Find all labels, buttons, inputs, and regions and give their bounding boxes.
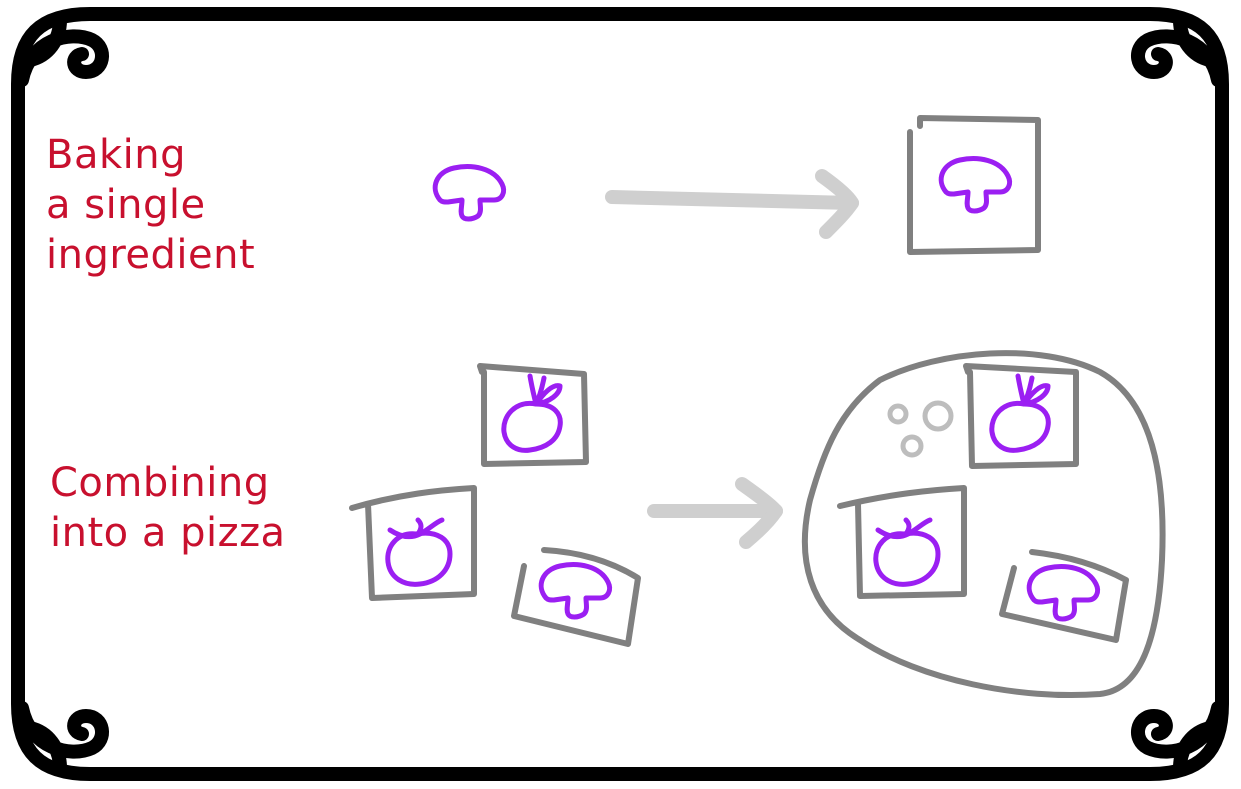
beet-icon <box>504 376 560 450</box>
tile-box <box>477 363 589 467</box>
pizza-beet-tile <box>963 363 1079 469</box>
arrow-right-icon <box>647 477 783 549</box>
corner-curl-top-left <box>15 13 109 87</box>
baking-label: Baking a single ingredient <box>46 130 255 280</box>
baking-label-line-1: Baking <box>46 132 186 178</box>
beet-icon <box>992 376 1048 450</box>
corner-curl-bottom-right <box>1131 701 1225 775</box>
tile-box <box>511 547 641 647</box>
frame-border <box>11 7 1229 781</box>
baking-label-line-3: ingredient <box>46 232 256 278</box>
corner-curl-bottom-left <box>15 701 109 775</box>
baked-tile <box>907 115 1041 255</box>
mushroom-icon <box>1029 567 1097 619</box>
beet-tile <box>477 363 589 467</box>
pizza <box>801 350 1166 699</box>
combining-label-line-1: Combining <box>50 460 270 506</box>
arrow-right-icon <box>605 169 859 239</box>
mushroom-icon <box>941 159 1009 211</box>
mushroom-icon <box>541 565 609 617</box>
tomato-icon <box>388 520 450 584</box>
baking-row <box>435 115 1041 255</box>
tomato-icon <box>876 520 938 584</box>
pizza-crust <box>801 350 1166 699</box>
ornate-frame <box>11 7 1229 781</box>
combining-label-line-2: into a pizza <box>50 510 286 556</box>
tomato-tile <box>349 485 477 601</box>
mushroom-icon <box>435 167 503 219</box>
combining-row <box>349 350 1166 699</box>
corner-curl-top-right <box>1131 13 1225 87</box>
baking-label-line-2: a single <box>46 182 206 228</box>
mushroom-tile <box>511 547 641 647</box>
tile-box <box>349 485 477 601</box>
tile-box <box>999 549 1129 643</box>
tile-box <box>837 485 967 599</box>
pepperoni-dots <box>887 400 954 458</box>
tile-box <box>907 115 1041 255</box>
pizza-mushroom-tile <box>999 549 1129 643</box>
pizza-tomato-tile <box>837 485 967 599</box>
combining-label: Combining into a pizza <box>50 458 286 558</box>
tile-box <box>963 363 1079 469</box>
